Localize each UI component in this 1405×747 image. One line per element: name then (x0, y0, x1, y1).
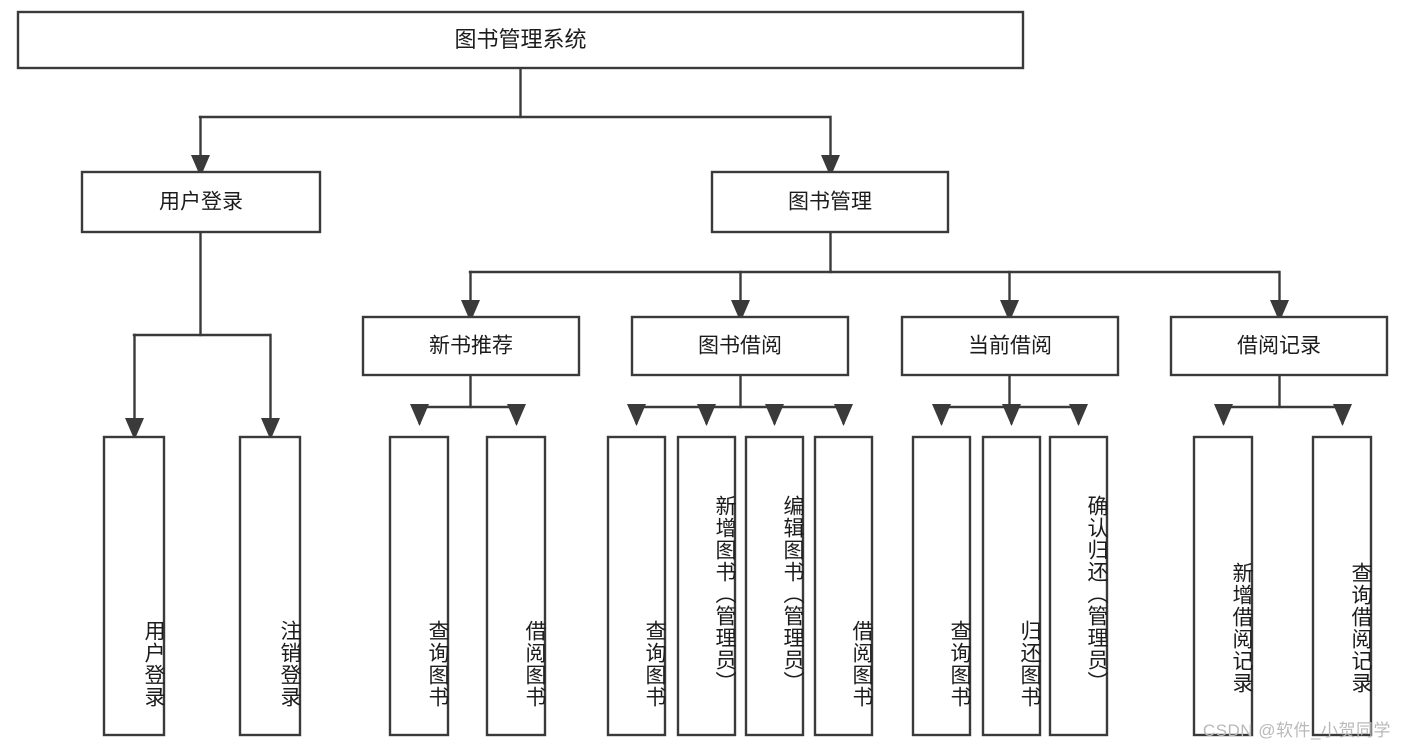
node-user-login-box[interactable] (80, 170, 322, 234)
node-record-add-box[interactable] (1192, 435, 1254, 737)
node-current-confirm-return-box[interactable] (1048, 435, 1109, 737)
arrowhead-to-logout-leaf (261, 418, 280, 440)
node-book-manage-box[interactable] (710, 170, 950, 234)
node-root-box[interactable] (16, 10, 1025, 70)
node-book-manage[interactable]: 图书管理 (710, 170, 950, 234)
node-current-borrow-box[interactable] (900, 315, 1120, 377)
node-user-login-label: 用户登录 (159, 191, 243, 214)
arrowhead-borrow-edit (765, 404, 784, 426)
node-record-query-box[interactable] (1311, 435, 1373, 737)
node-user-logout-box[interactable] (238, 435, 302, 737)
arrowhead-to-currentborrow (1000, 300, 1019, 322)
node-new-book-recommend-box[interactable] (361, 315, 581, 377)
arrowhead-to-borrowrecord (1270, 300, 1289, 322)
arrowhead-current-return (1002, 404, 1021, 426)
node-recommend-borrow-book-box[interactable] (485, 435, 547, 737)
node-user-login-do-box[interactable] (102, 435, 166, 737)
arrowhead-to-bookborrow (731, 300, 750, 322)
arrowhead-borrow-add (697, 404, 716, 426)
node-borrow-record[interactable]: 借阅记录 (1169, 315, 1389, 377)
arrowhead-to-user-login (191, 155, 210, 177)
arrowhead-borrow-borrowbook (834, 404, 853, 426)
node-new-book-recommend[interactable]: 新书推荐 (361, 315, 581, 377)
arrowhead-to-recommend (461, 300, 480, 322)
arrowhead-recommend-borrow (507, 404, 526, 426)
node-book-borrow[interactable]: 图书借阅 (630, 315, 850, 377)
node-borrow-query-book-box[interactable] (606, 435, 667, 737)
arrowhead-to-book-manage (821, 155, 840, 177)
node-borrow-edit-book-box[interactable] (744, 435, 805, 737)
arrowhead-record-query (1333, 404, 1352, 426)
node-book-borrow-label: 图书借阅 (698, 335, 782, 358)
node-current-borrow[interactable]: 当前借阅 (900, 315, 1120, 377)
arrowhead-recommend-query (410, 404, 429, 426)
arrowhead-layer (125, 155, 1352, 440)
node-root-label: 图书管理系统 (454, 27, 586, 52)
node-borrow-record-box[interactable] (1169, 315, 1389, 377)
arrowhead-record-add (1214, 404, 1233, 426)
node-current-return-book-box[interactable] (981, 435, 1042, 737)
csdn-watermark: CSDN @软件_小贺同学 (1202, 721, 1391, 740)
arrowhead-to-login-leaf (125, 418, 144, 440)
arrowhead-borrow-query (627, 404, 646, 426)
node-book-manage-label: 图书管理 (788, 191, 872, 214)
node-borrow-record-label: 借阅记录 (1237, 335, 1321, 358)
arrowhead-current-query (932, 404, 951, 426)
node-borrow-add-book-box[interactable] (676, 435, 737, 737)
node-user-login[interactable]: 用户登录 (80, 170, 322, 234)
node-new-book-recommend-label: 新书推荐 (429, 335, 513, 358)
node-current-query-book-box[interactable] (911, 435, 972, 737)
arrowhead-current-confirm (1069, 404, 1088, 426)
node-book-borrow-box[interactable] (630, 315, 850, 377)
node-root[interactable]: 图书管理系统 (16, 10, 1025, 70)
node-recommend-query-book-box[interactable] (388, 435, 450, 737)
node-borrow-borrow-book-box[interactable] (813, 435, 874, 737)
node-layer: 图书管理系统 用户登录 图书管理 新书推荐 图书借阅 (16, 10, 1389, 737)
node-current-borrow-label: 当前借阅 (968, 335, 1052, 358)
